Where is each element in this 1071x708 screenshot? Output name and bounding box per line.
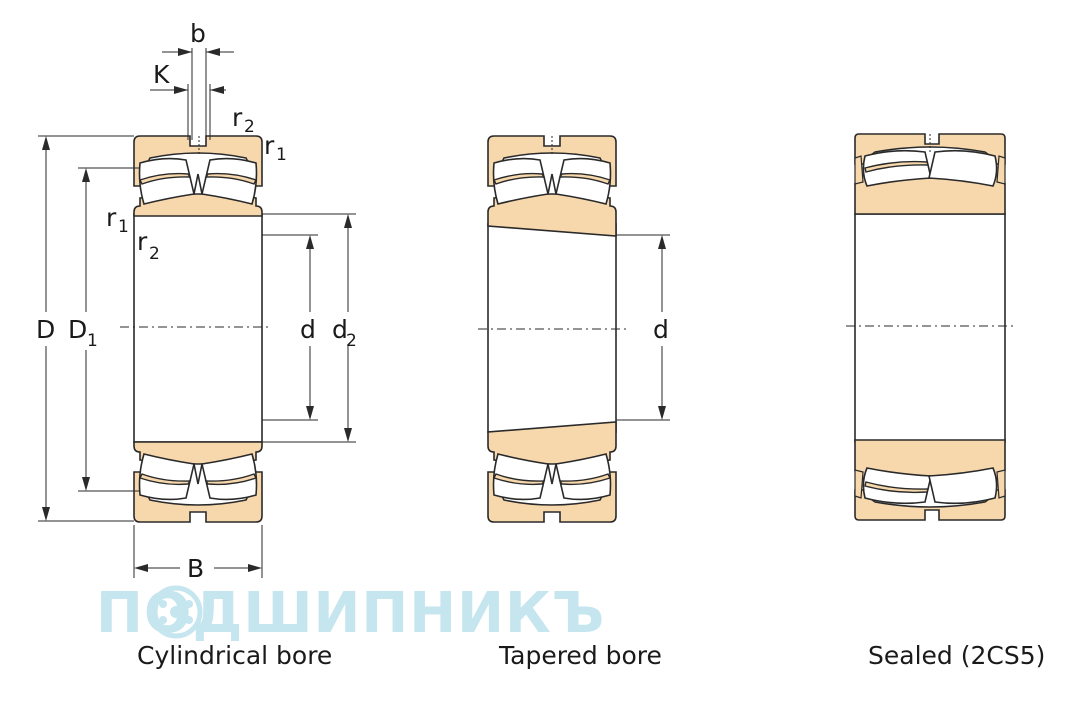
svg-text:1: 1 (276, 145, 287, 165)
svg-text:r: r (137, 227, 148, 256)
label-r1-top: r 1 (264, 131, 287, 165)
label-d-cylindrical: d (300, 315, 316, 344)
svg-text:2: 2 (149, 244, 160, 264)
tapered-bore-bearing (478, 135, 628, 523)
caption-cylindrical-bore: Cylindrical bore (137, 641, 333, 670)
watermark-logo: ПОДШИПНИКЪ (96, 581, 604, 646)
dimension-lines-cylindrical (38, 48, 356, 578)
svg-text:r: r (264, 131, 275, 160)
label-r2-top: r 2 (232, 103, 255, 137)
label-K: K (153, 60, 170, 89)
sealed-bearing (846, 133, 1014, 521)
label-D: D (36, 315, 55, 344)
label-d-tapered: d (653, 315, 669, 344)
cylindrical-bore-bearing (120, 135, 272, 523)
label-r1-left: r 1 (106, 203, 129, 237)
svg-text:2: 2 (346, 331, 357, 351)
svg-text:r: r (232, 103, 243, 132)
label-b: b (190, 19, 206, 48)
svg-text:2: 2 (244, 117, 255, 137)
svg-text:1: 1 (118, 217, 129, 237)
svg-text:1: 1 (87, 331, 98, 351)
caption-tapered-bore: Tapered bore (499, 641, 662, 670)
label-r2-left: r 2 (137, 227, 160, 264)
svg-text:D: D (68, 315, 87, 344)
label-d2: d 2 (332, 315, 357, 351)
svg-text:r: r (106, 203, 117, 232)
label-B: B (187, 554, 204, 583)
dimension-lines-tapered (616, 234, 670, 421)
label-D1: D 1 (68, 315, 98, 351)
caption-sealed: Sealed (2CS5) (868, 641, 1046, 670)
svg-text:d: d (332, 315, 348, 344)
